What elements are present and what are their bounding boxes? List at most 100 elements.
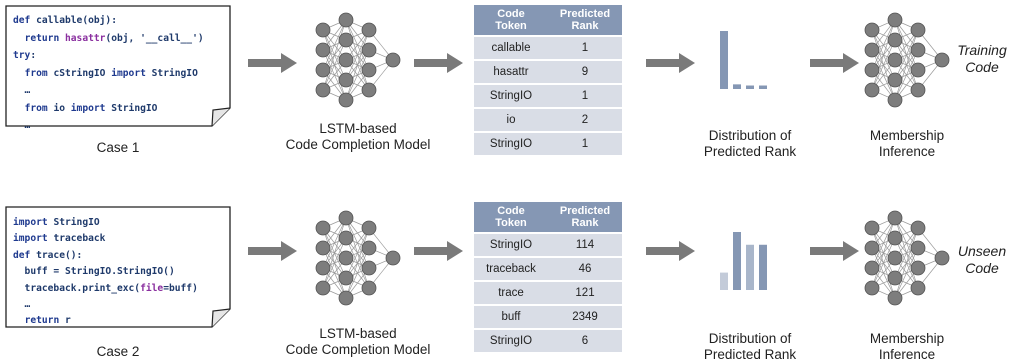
case-1-row: def callable(obj): return hasattr(obj, '… <box>0 0 1016 181</box>
predicted-rank-cell: 6 <box>548 330 622 352</box>
arrow-right-icon <box>646 241 695 261</box>
neuron-node <box>338 32 354 48</box>
result-label-line-2: Code <box>965 260 999 276</box>
rank-distribution-chart <box>720 31 767 89</box>
distribution-bar <box>759 244 767 290</box>
neuron-node <box>361 82 377 98</box>
code-line: import traceback <box>13 233 106 245</box>
inference-caption-line-2: Inference <box>878 347 936 362</box>
neuron-node <box>864 260 880 276</box>
neuron-node <box>910 22 926 38</box>
neuron-node <box>910 240 926 256</box>
code-line: from cStringIO import StringIO <box>24 67 198 79</box>
arrow-right-icon <box>414 241 463 261</box>
code-token-cell: io <box>474 109 548 131</box>
model-caption-line-2: Code Completion Model <box>285 137 431 152</box>
inference-caption: Membership Inference <box>852 331 962 363</box>
neuron-node <box>910 82 926 98</box>
model-caption-line-1: LSTM-based <box>319 121 397 136</box>
neuron-node <box>910 260 926 276</box>
neuron-node <box>934 250 950 266</box>
neuron-node <box>361 280 377 296</box>
predicted-rank-cell: 114 <box>548 234 622 256</box>
distribution-caption: Distribution of Predicted Rank <box>680 128 820 160</box>
neuron-node <box>887 12 903 28</box>
arrow-right-icon <box>646 53 695 73</box>
result-label-line-2: Code <box>965 59 999 75</box>
neuron-node <box>864 42 880 58</box>
neuron-node <box>864 22 880 38</box>
distribution-bar <box>759 85 767 89</box>
code-line: buff = StringIO.StringIO() <box>13 266 175 278</box>
predicted-rank-cell: 2 <box>548 109 622 131</box>
document-icon <box>5 5 231 127</box>
neuron-node <box>361 260 377 276</box>
neuron-node <box>315 22 331 38</box>
neuron-node <box>910 62 926 78</box>
code-line: return r <box>24 315 71 327</box>
neuron-node <box>910 280 926 296</box>
neuron-node <box>887 210 903 226</box>
neuron-node <box>338 230 354 246</box>
neuron-node <box>338 210 354 226</box>
neuron-node <box>934 52 950 68</box>
arrow-right-icon <box>810 241 859 261</box>
neuron-node <box>864 280 880 296</box>
inference-caption: Membership Inference <box>852 128 962 160</box>
case-caption: Case 2 <box>96 344 140 359</box>
case-caption: Case 1 <box>96 140 140 155</box>
distribution-bar <box>746 244 754 290</box>
neuron-node <box>910 42 926 58</box>
code-line: … <box>13 85 31 96</box>
model-caption: LSTM-based Code Completion Model <box>268 326 448 358</box>
arrow-right-icon <box>414 53 463 73</box>
code-line: … <box>13 120 31 131</box>
code-token-cell: buff <box>474 306 548 328</box>
code-token-cell: StringIO <box>474 133 548 155</box>
neuron-node <box>887 92 903 108</box>
result-label-line-1: Unseen <box>957 243 1007 259</box>
neuron-node <box>385 52 401 68</box>
code-lines: def callable(obj): return hasattr(obj, '… <box>13 12 204 135</box>
code-line: try: <box>13 50 37 61</box>
predicted-rank-cell: 1 <box>548 133 622 155</box>
neuron-node <box>887 250 903 266</box>
distribution-caption-line-2: Predicted Rank <box>703 144 797 159</box>
distribution-bar <box>720 272 728 290</box>
neuron-node <box>887 32 903 48</box>
code-snippet: def callable(obj): return hasattr(obj, '… <box>5 5 231 131</box>
code-line: def trace(): <box>13 249 83 261</box>
neuron-node <box>338 92 354 108</box>
neuron-node <box>315 82 331 98</box>
neuron-node <box>361 240 377 256</box>
neuron-node <box>887 52 903 68</box>
neuron-node <box>361 22 377 38</box>
code-line: return hasattr(obj, '__call__') <box>24 32 204 44</box>
predicted-rank-cell: 46 <box>548 258 622 280</box>
predicted-rank-cell: 9 <box>548 61 622 83</box>
inference-caption-line-1: Membership <box>869 128 945 143</box>
neuron-node <box>361 42 377 58</box>
arrow-right-icon <box>248 241 297 261</box>
neural-network-icon <box>315 210 401 306</box>
predicted-rank-cell: 2349 <box>548 306 622 328</box>
neuron-node <box>315 280 331 296</box>
distribution-bar <box>733 232 741 290</box>
predicted-rank-cell: 1 <box>548 85 622 107</box>
code-line: def callable(obj): <box>13 15 117 26</box>
code-token-cell: StringIO <box>474 85 548 107</box>
